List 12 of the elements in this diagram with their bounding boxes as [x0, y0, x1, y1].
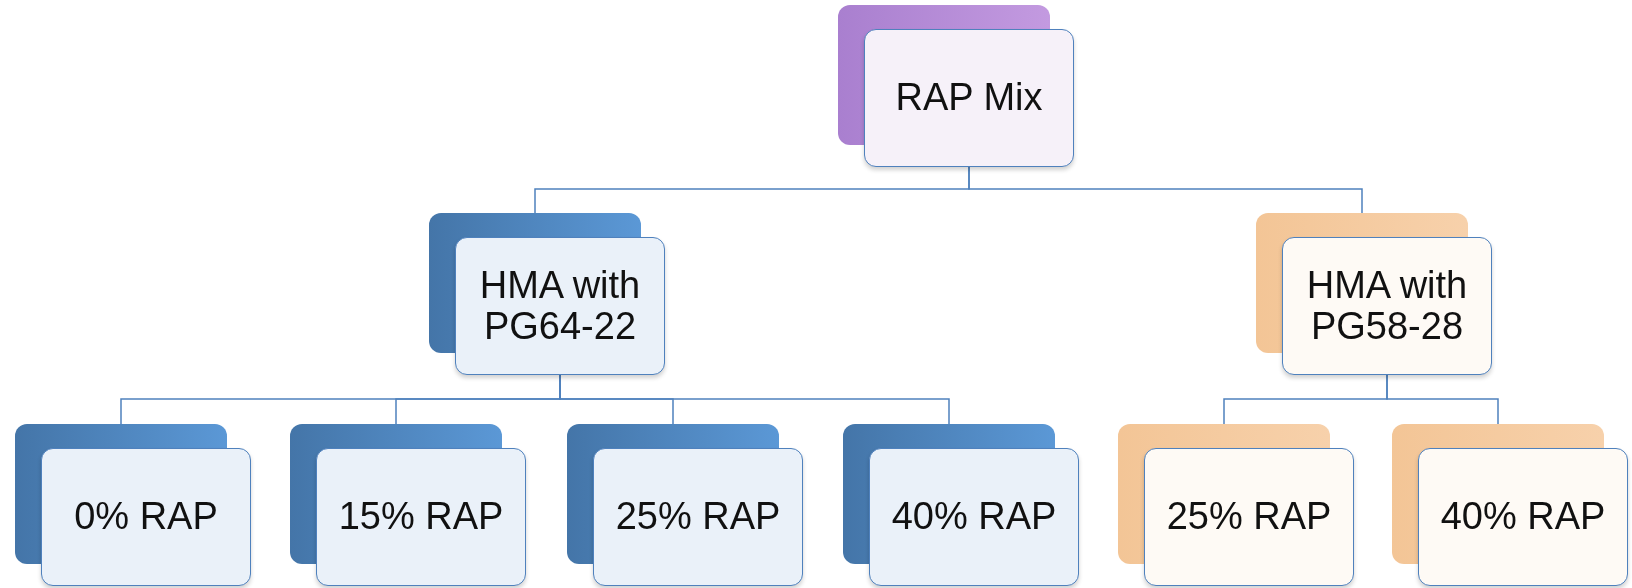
stacked-card: 15% RAP	[290, 424, 526, 586]
stacked-card: 40% RAP	[1392, 424, 1628, 586]
connector-line	[1386, 374, 1499, 425]
stacked-card: 25% RAP	[567, 424, 803, 586]
stacked-card: HMA with PG58-28	[1256, 213, 1492, 375]
stacked-card: 40% RAP	[843, 424, 1079, 586]
connector-line	[968, 166, 1363, 214]
stacked-card: RAP Mix	[838, 5, 1074, 167]
stacked-card: HMA with PG64-22	[429, 213, 665, 375]
connector-line	[559, 374, 950, 425]
stacked-card: 0% RAP	[15, 424, 251, 586]
stacked-card: 25% RAP	[1118, 424, 1354, 586]
